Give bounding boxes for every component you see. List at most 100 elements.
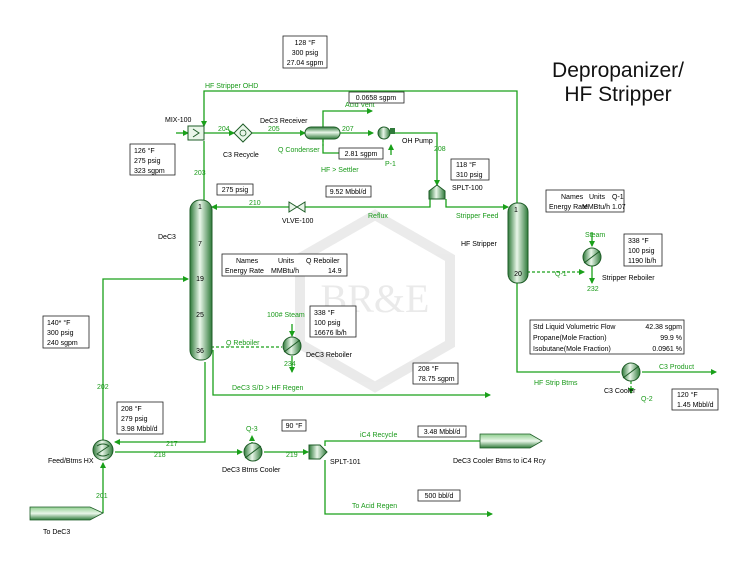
svg-text:140* °F: 140* °F <box>47 319 70 327</box>
mix-100-label: MIX-100 <box>165 117 192 124</box>
svg-text:MMBtu/h: MMBtu/h <box>582 204 610 211</box>
label-hf-stripper-ohd: HF Stripper OHD <box>205 83 258 90</box>
to-dec3-arrow[interactable] <box>29 506 104 521</box>
reflux-flow-box: 9.52 Mbbl/d <box>325 185 372 198</box>
svg-text:338 °F: 338 °F <box>628 237 649 245</box>
tray-19: 19 <box>196 276 204 283</box>
hx-outlet-box: 208 °F 279 psig 3.98 Mbbl/d <box>116 401 164 435</box>
label-217: 217 <box>166 441 178 448</box>
feed-inlet-box: 140* °F 300 psig 240 sgpm <box>42 315 90 349</box>
svg-text:78.75 sgpm: 78.75 sgpm <box>418 376 455 383</box>
label-q-reboiler: Q Reboiler <box>226 340 260 347</box>
svg-text:275 psig: 275 psig <box>134 158 161 165</box>
dec3-receiver[interactable] <box>304 126 341 140</box>
svg-text:MMBtu/h: MMBtu/h <box>271 268 299 275</box>
label-cooler-btms-ic4: DeC3 Cooler Btms to iC4 Rcy <box>453 458 546 465</box>
dec3-reboiler-steam-box: 338 °F 100 psig 16676 lb/h <box>309 305 357 338</box>
dec3-btms-cooler[interactable] <box>243 442 263 462</box>
acid-regen-flow-box: 500 bbl/d <box>417 489 461 502</box>
tray-1: 1 <box>198 204 202 211</box>
svg-text:338 °F: 338 °F <box>314 309 335 317</box>
svg-text:300 psig: 300 psig <box>47 330 74 337</box>
svg-text:275 psig: 275 psig <box>222 187 249 194</box>
ic4-flow-box: 3.48 Mbbl/d <box>417 425 467 438</box>
svg-text:Propane(Mole Fraction): Propane(Mole Fraction) <box>533 335 607 342</box>
splt-100[interactable] <box>428 184 446 200</box>
c3-cooler[interactable] <box>621 362 641 382</box>
svg-text:9.52 Mbbl/d: 9.52 Mbbl/d <box>330 189 367 196</box>
label-reflux: Reflux <box>368 213 388 220</box>
label-201: 201 <box>96 493 108 500</box>
tray-25: 25 <box>196 312 204 319</box>
oh-pump[interactable] <box>377 126 395 140</box>
pressure-275-box: 275 psig <box>216 183 254 196</box>
mix-100[interactable] <box>187 125 205 141</box>
stripper-reboiler-steam-box: 338 °F 100 psig 1190 lb/h <box>623 233 663 267</box>
svg-text:310 psig: 310 psig <box>456 172 483 179</box>
label-204: 204 <box>218 126 230 133</box>
acid-vent-box: 0.0658 sgpm <box>348 91 405 104</box>
dec3-column[interactable]: 1 7 19 25 36 <box>189 199 213 361</box>
label-207: 207 <box>342 126 354 133</box>
receiver-label: DeC3 Receiver <box>260 118 308 125</box>
label-208: 208 <box>434 146 446 153</box>
svg-text:0.0658 sgpm: 0.0658 sgpm <box>356 95 397 102</box>
svg-text:120 °F: 120 °F <box>677 391 698 399</box>
btms-cooler-label: DeC3 Btms Cooler <box>222 467 281 474</box>
label-205: 205 <box>268 126 280 133</box>
settler-box: 2.81 sgpm <box>338 147 384 160</box>
svg-text:323 sgpm: 323 sgpm <box>134 168 165 175</box>
svg-text:100 psig: 100 psig <box>628 248 655 255</box>
label-q-condenser: Q Condenser <box>278 147 320 154</box>
label-stripper-feed: Stripper Feed <box>456 213 499 220</box>
svg-text:Std Liquid Volumetric Flow: Std Liquid Volumetric Flow <box>533 324 616 331</box>
label-203: 203 <box>194 170 206 177</box>
svg-text:Names: Names <box>561 194 584 201</box>
svg-text:208 °F: 208 °F <box>121 405 142 413</box>
tray-36: 36 <box>196 348 204 355</box>
svg-text:Names: Names <box>236 258 259 265</box>
p1-label: P-1 <box>385 161 396 168</box>
label-218: 218 <box>154 452 166 459</box>
ic4-recycle-arrow[interactable] <box>479 433 543 449</box>
svg-text:1190 lb/h: 1190 lb/h <box>628 258 656 265</box>
svg-text:42.38 sgpm: 42.38 sgpm <box>645 324 682 331</box>
svg-text:240 sgpm: 240 sgpm <box>47 340 78 347</box>
vlve-100[interactable] <box>288 201 306 213</box>
svg-text:0.0961 %: 0.0961 % <box>652 346 682 353</box>
splt-101[interactable] <box>308 444 328 460</box>
hf-stripper-column[interactable]: 1 20 <box>507 202 529 284</box>
stream-lines <box>100 90 717 517</box>
label-q1: Q-1 <box>555 271 567 278</box>
c3-recycle[interactable] <box>233 123 253 143</box>
temp-90-box: 90 °F <box>281 419 307 432</box>
label-hf-settler: HF > Settler <box>321 167 359 174</box>
label-210: 210 <box>249 200 261 207</box>
oh-pump-label: OH Pump <box>402 138 433 145</box>
svg-text:1.45 Mbbl/d: 1.45 Mbbl/d <box>677 402 714 409</box>
svg-text:2.81 sgpm: 2.81 sgpm <box>345 151 378 158</box>
c3-composition-table: Std Liquid Volumetric Flow 42.38 sgpm Pr… <box>529 319 685 355</box>
stream-labels: HF Stripper OHD Acid Vent 204 205 207 20… <box>43 83 694 536</box>
c3-recycle-label: C3 Recycle <box>223 152 259 159</box>
feed-btms-hx[interactable] <box>92 439 114 461</box>
mix-inlet-box: 126 °F 275 psig 323 sgpm <box>129 143 176 176</box>
dec3-label: DeC3 <box>158 234 176 241</box>
svg-text:Isobutane(Mole Fraction): Isobutane(Mole Fraction) <box>533 346 611 353</box>
svg-text:Energy Rate: Energy Rate <box>549 204 588 211</box>
svg-text:100 psig: 100 psig <box>314 320 341 327</box>
stripper-reboiler[interactable] <box>582 247 602 267</box>
svg-text:3.98 Mbbl/d: 3.98 Mbbl/d <box>121 426 158 433</box>
svg-text:128 °F: 128 °F <box>295 39 316 47</box>
svg-text:126 °F: 126 °F <box>134 147 155 155</box>
svg-text:Q-1: Q-1 <box>612 194 624 201</box>
svg-text:500 bbl/d: 500 bbl/d <box>425 493 454 500</box>
label-c3-product: C3 Product <box>659 364 694 371</box>
c3-cooler-label: C3 Cooler <box>604 388 636 395</box>
shutdown-flow-box: 208 °F 78.75 sgpm <box>412 362 459 385</box>
label-q2: Q-2 <box>641 396 653 403</box>
dec3-reboiler[interactable] <box>282 336 302 356</box>
stripper-reboiler-label: Stripper Reboiler <box>602 275 655 282</box>
svg-text:Units: Units <box>278 258 294 265</box>
stripper-tray-1: 1 <box>514 207 518 214</box>
